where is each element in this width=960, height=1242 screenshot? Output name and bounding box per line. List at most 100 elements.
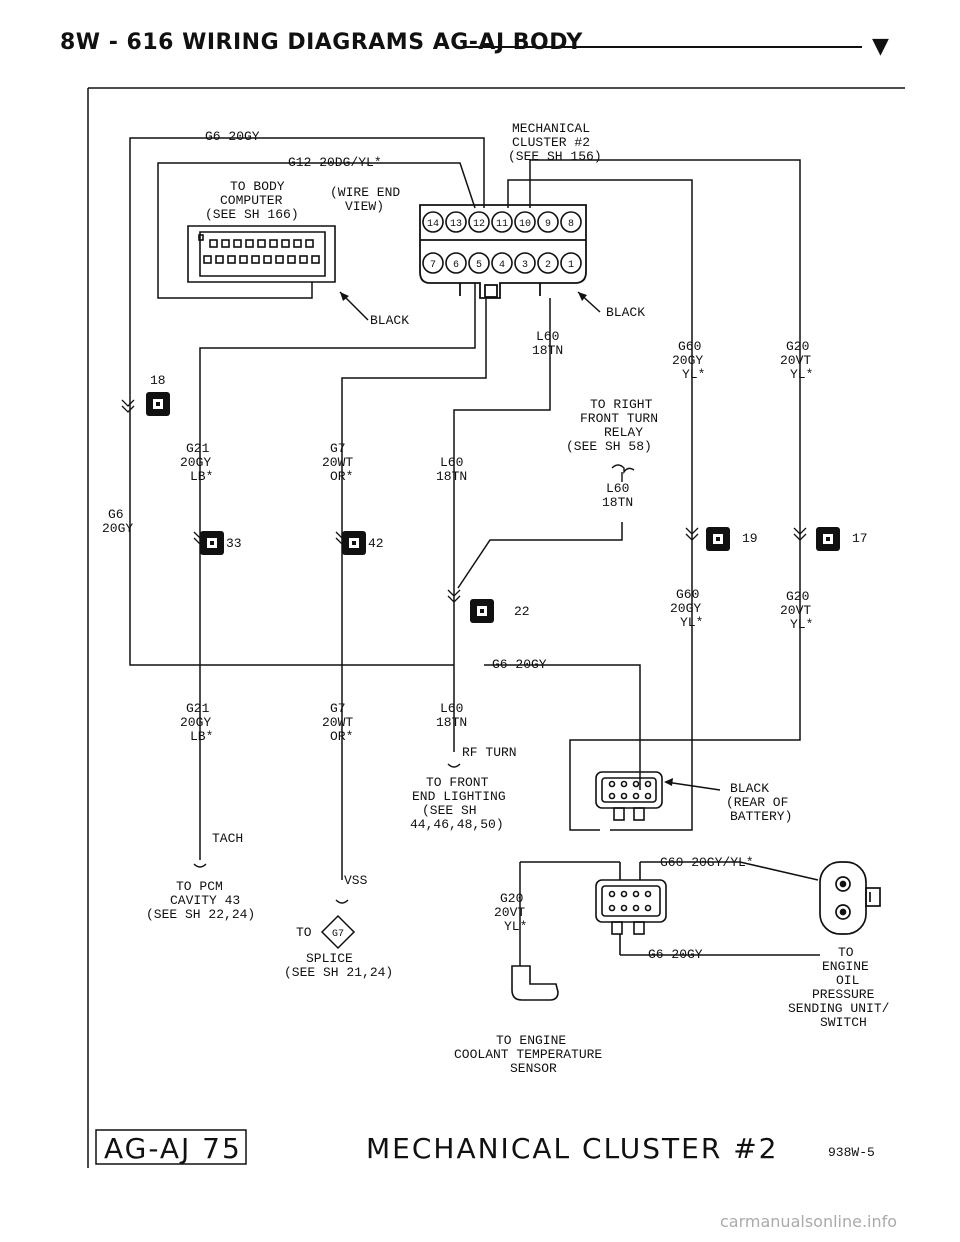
- svg-text:SENSOR: SENSOR: [510, 1061, 557, 1076]
- wire-l60: L60: [440, 455, 463, 470]
- wire-g7: OR*: [330, 469, 353, 484]
- page-frame: [87, 87, 905, 1168]
- body-computer-pin: [269, 239, 278, 248]
- body-computer-pin: [239, 255, 248, 264]
- wire-g6-mid: G6 20GY: [492, 657, 547, 672]
- svg-text:CAVITY 43: CAVITY 43: [170, 893, 240, 908]
- header-marker-icon: ▼: [872, 34, 889, 59]
- pcm-label: TO PCM CAVITY 43 (SEE SH 22,24): [146, 879, 255, 922]
- cluster-pin: 9: [537, 211, 559, 233]
- wire-end-view-label: VIEW): [345, 199, 384, 214]
- footer: AG-AJ 75 MECHANICAL CLUSTER #2 938W-5: [95, 1129, 875, 1165]
- cluster-pin: 2: [537, 252, 559, 274]
- connector-17-label: 17: [852, 531, 868, 546]
- wire-g20: YL*: [790, 617, 813, 632]
- svg-text:ENGINE: ENGINE: [822, 959, 869, 974]
- wire-g20: 20VT: [780, 353, 811, 368]
- oil-pressure-label: TO ENGINE OIL PRESSURE SENDING UNIT/ SWI…: [788, 945, 890, 1030]
- rf-turn-label: RF TURN: [462, 745, 517, 760]
- vss-label: VSS: [344, 873, 368, 888]
- svg-text:(SEE SH 21,24): (SEE SH 21,24): [284, 965, 393, 980]
- wire-g20: 20VT: [494, 905, 525, 920]
- svg-text:COOLANT TEMPERATURE: COOLANT TEMPERATURE: [454, 1047, 602, 1062]
- body-computer-label: COMPUTER: [220, 193, 283, 208]
- wire-g21: G21: [186, 441, 210, 456]
- wire-g20: 20VT: [780, 603, 811, 618]
- svg-text:SENDING UNIT/: SENDING UNIT/: [788, 1001, 890, 1016]
- svg-text:TO FRONT: TO FRONT: [426, 775, 489, 790]
- connector-chevron-icon: [685, 527, 699, 541]
- connector-chevron-icon: [793, 527, 807, 541]
- sensor-connector: [595, 862, 667, 955]
- wire-l60: 18TN: [602, 495, 633, 510]
- svg-text:SWITCH: SWITCH: [820, 1015, 867, 1030]
- svg-text:2: 2: [545, 260, 551, 271]
- vss-terminal-icon: [335, 899, 349, 904]
- cluster-pin: 14: [422, 211, 444, 233]
- svg-text:(REAR OF: (REAR OF: [726, 795, 788, 810]
- body-computer-pin: [305, 239, 314, 248]
- cluster-pin: 4: [491, 252, 513, 274]
- wire-g21: LB*: [190, 729, 213, 744]
- inline-connector-icon: [200, 531, 224, 555]
- svg-text:6: 6: [453, 260, 459, 271]
- body-computer-pin: [215, 255, 224, 264]
- svg-text:TO ENGINE: TO ENGINE: [496, 1033, 566, 1048]
- body-computer-pin: [287, 255, 296, 264]
- watermark: carmanualsonline.info: [720, 1212, 898, 1231]
- body-computer-pin: [275, 255, 284, 264]
- body-computer-pin: [227, 255, 236, 264]
- footer-title: MECHANICAL CLUSTER #2: [366, 1132, 778, 1165]
- cluster-pin: 1: [560, 252, 582, 274]
- connector-chevron-icon: [193, 531, 207, 545]
- connector-chevron-icon: [335, 531, 349, 545]
- svg-text:44,46,48,50): 44,46,48,50): [410, 817, 504, 832]
- body-computer-connector-color: BLACK: [370, 313, 409, 328]
- wire-g7: G7: [330, 701, 346, 716]
- wire-end-view-label: (WIRE END: [330, 185, 400, 200]
- svg-text:BLACK: BLACK: [730, 781, 769, 796]
- cluster-pin: 11: [491, 211, 513, 233]
- wire-g7: 20WT: [322, 715, 353, 730]
- wire-g21: LB*: [190, 469, 213, 484]
- svg-text:11: 11: [496, 219, 508, 230]
- svg-text:1: 1: [568, 260, 574, 271]
- body-computer-connector: [187, 225, 336, 283]
- svg-text:(SEE SH 22,24): (SEE SH 22,24): [146, 907, 255, 922]
- connector-18-label: 18: [150, 373, 166, 388]
- cluster-pin: 3: [514, 252, 536, 274]
- cluster-pin: 7: [422, 252, 444, 274]
- svg-text:SPLICE: SPLICE: [306, 951, 353, 966]
- svg-text:PRESSURE: PRESSURE: [812, 987, 875, 1002]
- svg-text:TO RIGHT: TO RIGHT: [590, 397, 653, 412]
- footer-code: AG-AJ 75: [104, 1132, 242, 1165]
- wire-l60: 18TN: [436, 469, 467, 484]
- page-title: 8W - 616 WIRING DIAGRAMS AG-AJ BODY: [60, 30, 583, 55]
- oil-pressure-sender-icon: [819, 861, 881, 935]
- inline-connectors: [121, 392, 840, 623]
- rf-relay-label: TO RIGHT FRONT TURN RELAY (SEE SH 58): [566, 397, 658, 454]
- connector-22-label: 22: [514, 604, 530, 619]
- cluster-connector-color: BLACK: [606, 305, 645, 320]
- wire-g12: G12 20DG/YL*: [288, 155, 382, 170]
- wire-l60: L60: [440, 701, 463, 716]
- wire-g6-top: G6 20GY: [205, 129, 260, 144]
- wire-g20: G20: [786, 339, 809, 354]
- wire-l60: L60: [606, 481, 629, 496]
- svg-text:8: 8: [568, 219, 574, 230]
- cluster-pin: 12: [468, 211, 490, 233]
- cluster-connector: [419, 204, 587, 299]
- svg-text:13: 13: [450, 219, 462, 230]
- svg-text:7: 7: [430, 260, 436, 271]
- inline-connector-icon: [470, 599, 494, 623]
- svg-text:3: 3: [522, 260, 528, 271]
- page-header: 8W - 616 WIRING DIAGRAMS AG-AJ BODY ▼: [0, 0, 960, 70]
- battery-connector-label: BLACK (REAR OF BATTERY): [726, 781, 792, 824]
- connector-chevron-icon: [447, 589, 461, 603]
- wire-g7: G7: [330, 441, 346, 456]
- wire-l60: L60: [536, 329, 559, 344]
- body-computer-label: (SEE SH 166): [205, 207, 299, 222]
